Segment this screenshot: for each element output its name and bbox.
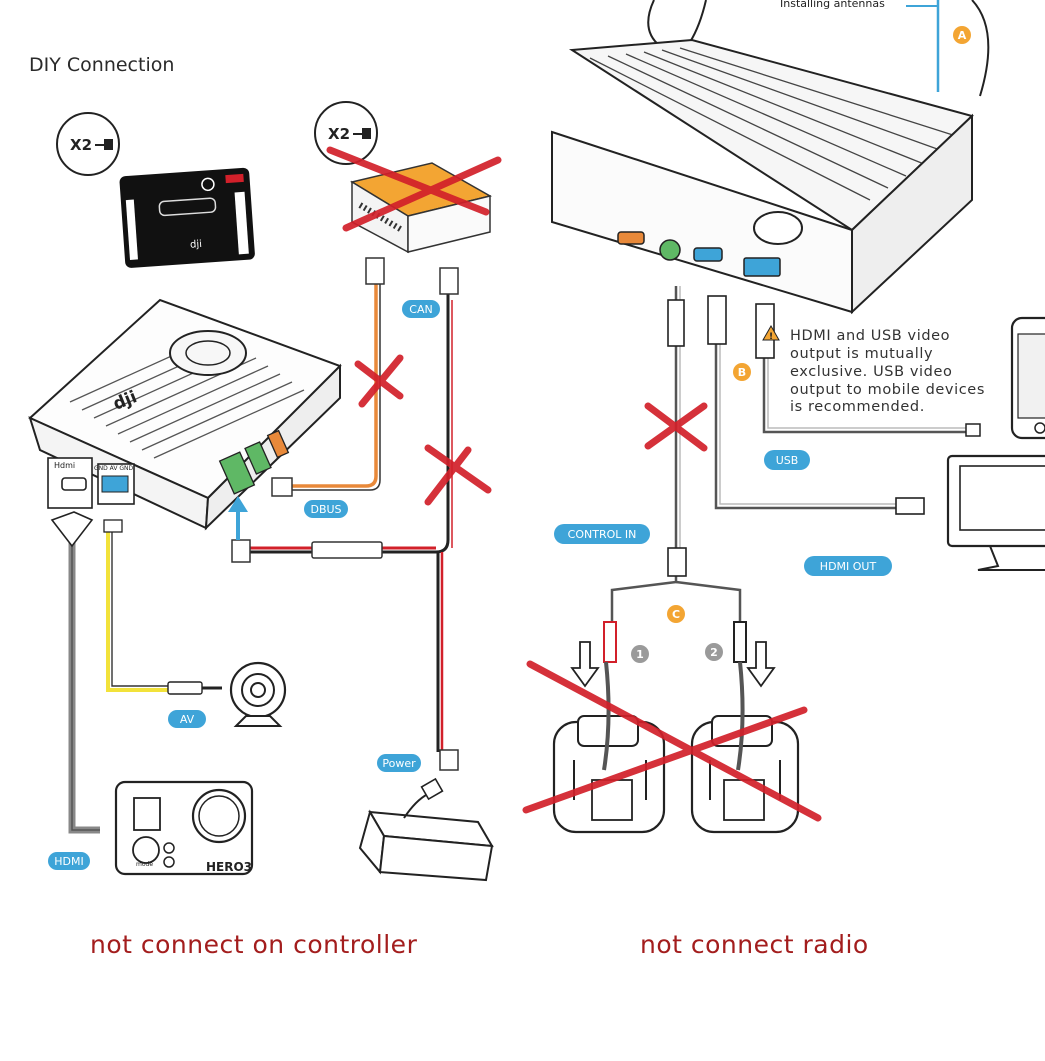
warning-note-line-3: exclusive. USB video: [790, 364, 952, 380]
svg-text:A: A: [958, 29, 967, 42]
svg-text:2: 2: [710, 646, 718, 659]
svg-text:HDMI: HDMI: [54, 855, 83, 868]
diagram-title: DIY Connection: [29, 54, 174, 76]
ground-unit-device: [551, 0, 990, 315]
air-unit-device: dji Hdmi GND AV GND: [28, 298, 342, 531]
monitor-icon: [946, 454, 1045, 571]
marker-1: 1: [631, 645, 649, 663]
hdmi-cable: [50, 511, 100, 834]
port-hdmi-label: Hdmi: [54, 461, 75, 470]
label-can: CAN: [402, 300, 440, 318]
battery-pack: [358, 777, 494, 882]
marker-c: C: [667, 605, 685, 623]
warning-note-line-4: output to mobile devices: [790, 382, 985, 398]
label-hdmi: HDMI: [48, 852, 90, 870]
svg-text:DBUS: DBUS: [310, 503, 341, 516]
label-dbus: DBUS: [304, 500, 348, 518]
svg-text:CAN: CAN: [409, 303, 432, 316]
warning-note-line-1: HDMI and USB video: [790, 328, 950, 344]
label-usb: USB: [764, 450, 810, 470]
svg-text:HDMI OUT: HDMI OUT: [820, 560, 877, 573]
warning-note-line-5: is recommended.: [790, 399, 925, 415]
red-cross-controller: [326, 146, 502, 232]
marker-2: 2: [705, 643, 723, 661]
warning-note-line-2: output is mutually: [790, 346, 933, 362]
av-cable: [103, 519, 222, 695]
svg-text:!: !: [769, 332, 773, 342]
control-in-cable: [603, 286, 747, 663]
marker-b: B: [733, 363, 751, 381]
down-arrow-icon-left: [570, 641, 600, 688]
caption-right: not connect radio: [640, 930, 869, 959]
svg-text:B: B: [738, 366, 746, 379]
can-wire: [250, 267, 459, 554]
red-cross-can: [424, 444, 492, 506]
x2-tag-left: X2: [70, 136, 92, 154]
warning-icon: !: [762, 324, 780, 342]
board-brand: dji: [190, 239, 203, 251]
x2-tag-right: X2: [328, 125, 350, 143]
label-control-in: CONTROL IN: [554, 524, 650, 544]
label-av: AV: [168, 710, 206, 728]
hdmi-out-cable: [707, 295, 925, 515]
down-arrow-icon-right: [746, 641, 776, 688]
svg-text:C: C: [672, 608, 680, 621]
red-cross-control-in: [644, 402, 708, 452]
label-power: Power: [377, 754, 421, 772]
main-controller-board: dji: [119, 167, 255, 268]
svg-text:AV: AV: [180, 713, 195, 726]
port-gnd-label: GND AV GND: [94, 465, 134, 472]
mobile-phone-icon: [1010, 316, 1045, 440]
svg-text:CONTROL IN: CONTROL IN: [568, 528, 637, 541]
marker-a: A: [953, 26, 971, 44]
red-cross-dbus: [354, 354, 404, 408]
gopro-camera: mode HERO3: [114, 780, 254, 876]
x2-port-icon-left: X2: [56, 112, 120, 176]
blue-up-arrow-icon: [228, 496, 248, 540]
gopro-mode-label: mode: [136, 861, 153, 868]
svg-text:1: 1: [636, 648, 644, 661]
red-cross-radios: [522, 660, 822, 822]
av-camera-icon: [229, 661, 287, 727]
antenna-note: Installing antennas: [780, 0, 885, 10]
caption-left: not connect on controller: [90, 930, 418, 959]
label-hdmi-out: HDMI OUT: [804, 556, 892, 576]
gopro-model-label: HERO3: [206, 860, 252, 874]
svg-text:Power: Power: [382, 757, 416, 770]
svg-text:USB: USB: [776, 454, 799, 467]
power-wire: [231, 539, 459, 771]
dbus-wire: [271, 257, 385, 497]
